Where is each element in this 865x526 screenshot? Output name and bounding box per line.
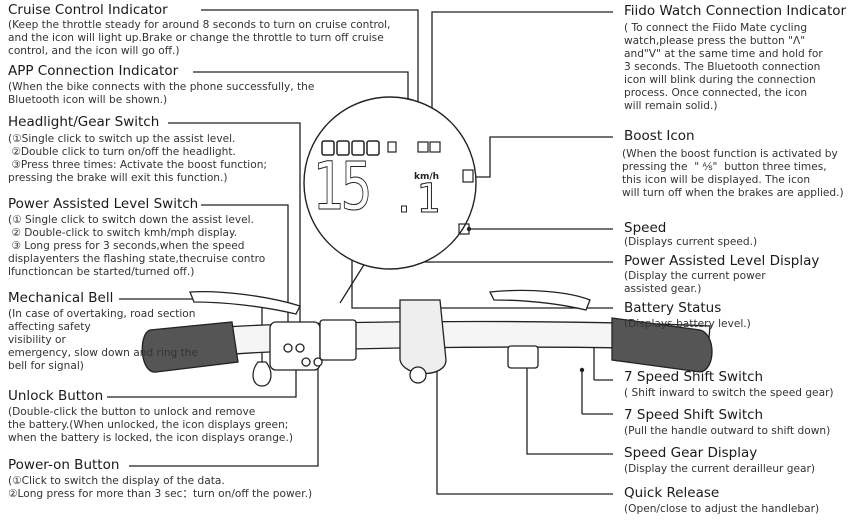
paslevel-desc: (Display the current power assisted gear… xyxy=(624,270,766,295)
battery-title: Battery Status xyxy=(624,300,722,316)
unlock-desc: (Double-click the button to unlock and r… xyxy=(8,406,293,444)
bell-desc: (In case of overtaking, road section aff… xyxy=(8,308,199,372)
battery-segments xyxy=(321,140,380,156)
boost-desc: (When the boost function is activated by… xyxy=(622,148,844,199)
speed-unit: km/h xyxy=(414,172,440,182)
speed-decimal: .1 xyxy=(391,176,441,223)
fiido-title: Fiido Watch Connection Indicator xyxy=(624,3,847,19)
bell-title: Mechanical Bell xyxy=(8,290,114,306)
power-title: Power-on Button xyxy=(8,457,120,473)
power-desc: (①Click to switch the display of the dat… xyxy=(8,475,313,500)
fiido-desc: ( To connect the Fiido Mate cycling watc… xyxy=(624,22,823,112)
shift1-title: 7 Speed Shift Switch xyxy=(624,369,764,385)
right-grip-shape xyxy=(611,317,713,373)
left-grip-shape xyxy=(141,321,239,373)
speed-integer: 15 xyxy=(312,148,373,226)
geardisp-desc: (Display the current derailleur gear) xyxy=(624,463,815,475)
speed-desc: (Displays current speed.) xyxy=(624,236,758,248)
pas-title: Power Assisted Level Switch xyxy=(8,196,199,212)
cruise-desc: (Keep the throttle steady for around 8 s… xyxy=(8,19,391,57)
boost-title: Boost Icon xyxy=(624,128,695,144)
battery-desc: (Displays battery level.) xyxy=(624,318,751,330)
quick-title: Quick Release xyxy=(624,485,720,501)
display-callout xyxy=(303,96,477,304)
handlebar xyxy=(141,289,713,387)
headlight-desc: (①Single click to switch up the assist l… xyxy=(8,133,268,184)
quick-desc: (Open/close to adjust the handlebar) xyxy=(624,503,820,515)
speed-title: Speed xyxy=(624,220,667,236)
app-desc: (When the bike connects with the phone s… xyxy=(8,81,315,106)
unlock-title: Unlock Button xyxy=(8,388,104,404)
cruise-title: Cruise Control Indicator xyxy=(8,2,168,18)
headlight-title: Headlight/Gear Switch xyxy=(8,114,160,130)
geardisp-title: Speed Gear Display xyxy=(624,445,758,461)
pas-desc: (① Single click to switch down the assis… xyxy=(8,214,266,278)
indicator-icons xyxy=(387,141,474,235)
paslevel-title: Power Assisted Level Display xyxy=(624,253,820,269)
shift2-desc: (Pull the handle outward to shift down) xyxy=(624,425,831,437)
shift1-desc: ( Shift inward to switch the speed gear) xyxy=(624,387,834,399)
app-title: APP Connection Indicator xyxy=(8,63,179,79)
shift2-title: 7 Speed Shift Switch xyxy=(624,407,764,423)
